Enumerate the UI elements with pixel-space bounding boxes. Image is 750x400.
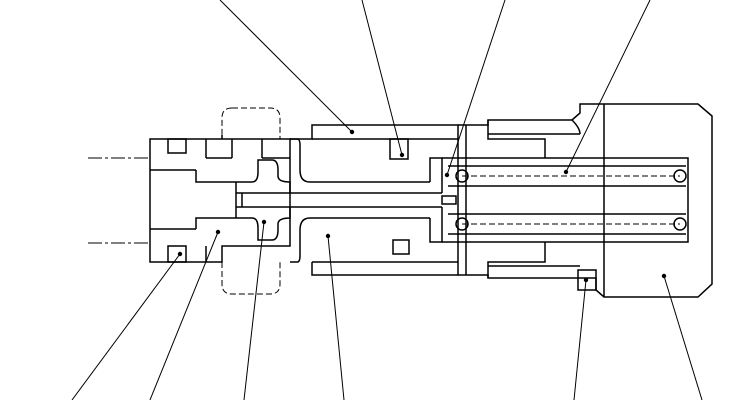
nut-inner-bottom	[487, 242, 546, 278]
sleeve-port-bottom	[392, 239, 410, 255]
leader-line-3	[446, 0, 506, 176]
oring-dashed-outline	[221, 107, 281, 295]
leader-line-2	[361, 0, 403, 156]
leader-dot-3	[444, 172, 450, 178]
spring-end-bottom-left	[455, 217, 469, 231]
leader-line-6	[149, 231, 219, 400]
leader-dot-5	[177, 251, 183, 257]
poppet-bottom	[429, 207, 443, 243]
leader-dot-10	[661, 273, 667, 279]
leader-line-7	[243, 221, 265, 400]
left-housing	[149, 135, 291, 263]
leader-line-5	[71, 253, 181, 400]
spring-housing	[442, 157, 689, 243]
spring-chamber	[442, 157, 689, 243]
leader-line-1	[219, 0, 353, 133]
leader-line-10	[663, 275, 703, 400]
sleeve-inner-top	[290, 138, 430, 183]
leader-dot-6	[215, 229, 221, 235]
spool-land-bottom	[236, 207, 291, 241]
bore-step-bottom	[195, 217, 236, 229]
poppet-top	[429, 157, 443, 193]
leader-dot-4	[563, 169, 569, 175]
nut-inner-top	[487, 120, 546, 158]
spring-end-top-left	[455, 169, 469, 183]
oring-top-dashed-left	[221, 107, 233, 135]
bore-step-top	[195, 170, 236, 183]
centerlines	[88, 157, 150, 244]
spool-land-top	[236, 159, 291, 193]
leader-line-8	[327, 235, 345, 400]
adjuster-nut	[466, 103, 713, 298]
leader-dot-7	[261, 219, 267, 225]
poppet-tip	[441, 195, 457, 205]
leader-line-4	[565, 0, 651, 173]
oring-top-dashed	[232, 107, 281, 139]
spring-end-bottom-right	[673, 217, 687, 231]
sleeve-body	[290, 124, 467, 276]
nut-chamfer-top	[571, 119, 581, 135]
leader-dot-8	[325, 233, 331, 239]
spring-end-top-right	[673, 169, 687, 183]
leader-line-9	[573, 279, 587, 400]
sleeve-port-top	[389, 138, 409, 160]
sleeve-inner-bottom	[290, 217, 430, 263]
leader-dot-2	[399, 152, 405, 158]
oring-bottom-dashed	[221, 262, 281, 295]
leader-dot-1	[349, 129, 355, 135]
sleeve-outline	[290, 124, 459, 276]
recess-bottom-left	[167, 245, 187, 263]
leader-lines	[71, 0, 703, 400]
leader-dot-9	[583, 277, 589, 283]
nut-port-bottom	[577, 269, 597, 291]
recess-top-left	[167, 138, 187, 154]
poppet	[429, 157, 457, 243]
nut-outline	[466, 103, 713, 298]
